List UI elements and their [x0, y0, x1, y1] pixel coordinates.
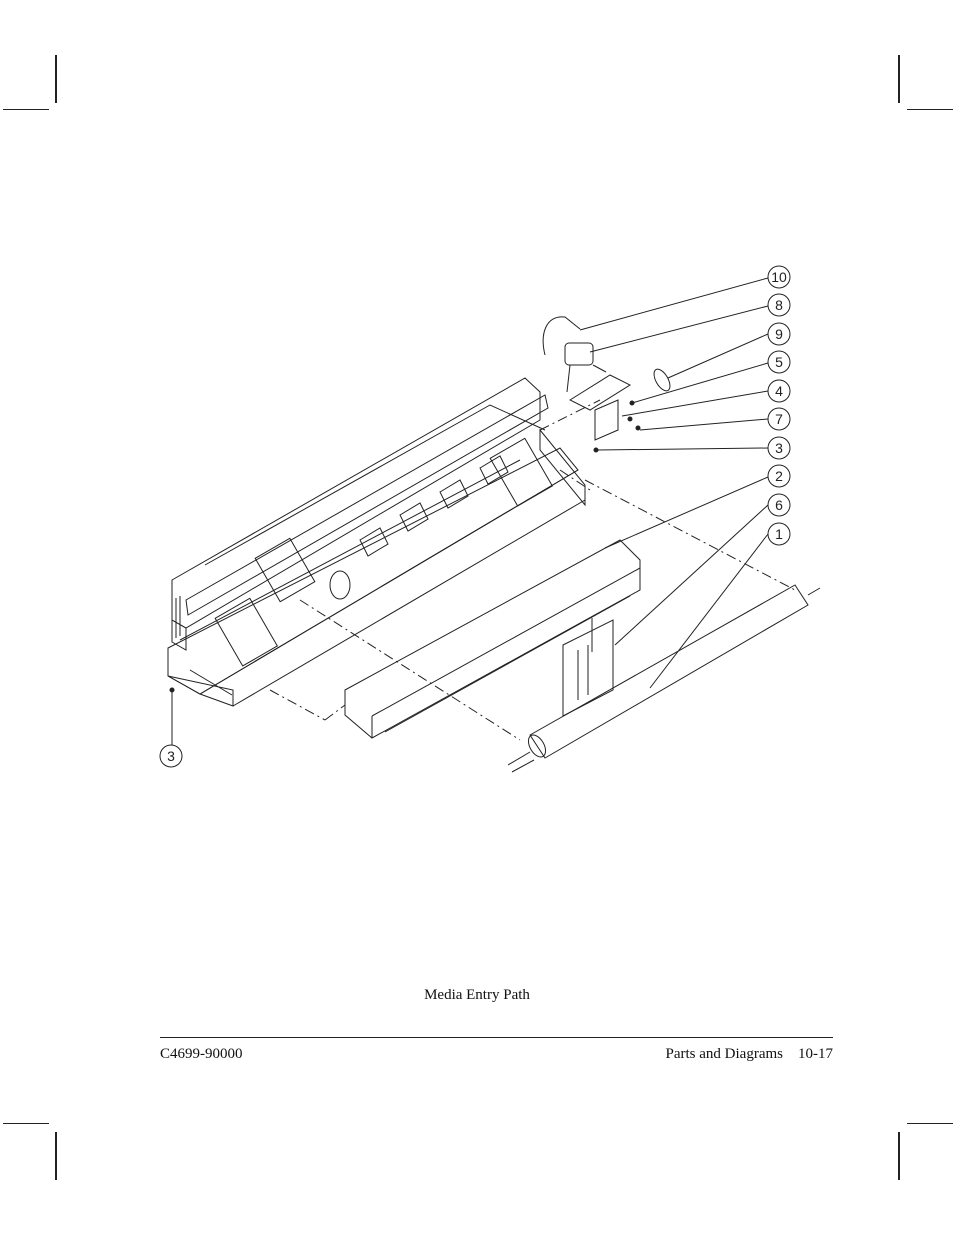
callout-2: 2 [767, 464, 791, 488]
crop-mark-top-left-horizontal [3, 109, 49, 110]
callout-1: 1 [767, 522, 791, 546]
callout-5: 5 [767, 350, 791, 374]
section-title: Parts and Diagrams [665, 1046, 783, 1062]
callout-6: 6 [767, 493, 791, 517]
figure-caption: Media Entry Path [424, 987, 530, 1003]
assembly-guide-lines [269, 399, 796, 741]
cover-assembly [344, 539, 641, 739]
callout-3-left: 3 [159, 744, 183, 768]
crop-mark-bottom-right-horizontal [907, 1123, 953, 1124]
leader-lines [171, 277, 769, 745]
callout-9: 9 [767, 322, 791, 346]
callout-8: 8 [767, 293, 791, 317]
crop-mark-bottom-left-horizontal [3, 1123, 49, 1124]
callout-10: 10 [767, 265, 791, 289]
sensor-bracket [562, 618, 614, 717]
callout-label: 7 [775, 411, 783, 427]
page-number: 10-17 [798, 1046, 833, 1062]
callout-label: 1 [775, 526, 783, 542]
callout-4: 4 [767, 379, 791, 403]
callout-label: 2 [775, 468, 783, 484]
crop-mark-bottom-right-vertical [898, 1132, 900, 1180]
callout-label: 3 [775, 440, 783, 456]
crop-mark-top-left-vertical [55, 55, 57, 103]
document-number: C4699-90000 [160, 1046, 243, 1062]
callout-label: 10 [771, 269, 787, 285]
crop-mark-top-right-vertical [898, 55, 900, 103]
crop-mark-bottom-left-vertical [55, 1132, 57, 1180]
footer-right: Parts and Diagrams 10-17 [666, 1046, 833, 1063]
callout-label: 3 [167, 748, 175, 764]
callout-label: 6 [775, 497, 783, 513]
callout-label: 5 [775, 354, 783, 370]
callout-label: 4 [775, 383, 783, 399]
callout-7: 7 [767, 407, 791, 431]
callout-label: 9 [775, 326, 783, 342]
footer-rule [160, 1037, 833, 1038]
callout-label: 8 [775, 297, 783, 313]
motor-assembly [169, 316, 671, 693]
chassis-frame [167, 377, 586, 707]
roller-assembly [507, 584, 821, 773]
callout-3: 3 [767, 436, 791, 460]
crop-mark-top-right-horizontal [907, 109, 953, 110]
